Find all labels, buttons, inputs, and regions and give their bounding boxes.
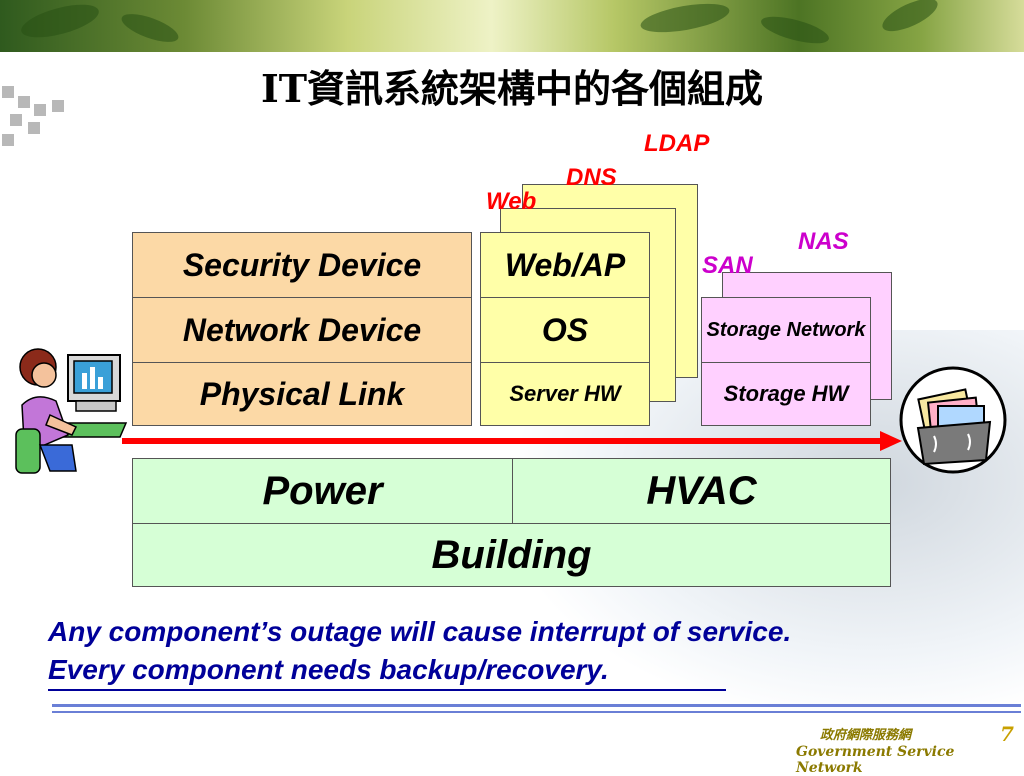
connection-arrow-head: [880, 431, 902, 451]
note-underline: [48, 689, 726, 691]
footer-rule-bottom: [52, 711, 1021, 713]
security-device-box: Security Device: [132, 232, 472, 298]
building-label: Building: [431, 533, 592, 577]
web-ap-box: Web/AP: [480, 232, 650, 298]
leaf-banner: [0, 0, 1024, 52]
physical-link-label: Physical Link: [199, 375, 405, 412]
server-hw-box: Server HW: [480, 362, 650, 426]
outage-note: Any component’s outage will cause interr…: [48, 616, 792, 647]
dns-label: DNS: [566, 164, 617, 191]
os-box: OS: [480, 297, 650, 363]
server-hw-label: Server HW: [509, 381, 621, 407]
power-box: Power: [132, 458, 513, 524]
footer-org-chinese: 政府網際服務網: [820, 728, 912, 743]
network-device-label: Network Device: [182, 311, 422, 348]
physical-link-box: Physical Link: [132, 362, 472, 426]
footer-org-english: Government Service Network: [796, 744, 955, 776]
page-title: IT資訊系統架構中的各個組成: [260, 66, 764, 111]
ldap-label: LDAP: [644, 130, 710, 157]
hvac-label: HVAC: [646, 469, 757, 513]
storage-hw-label: Storage HW: [723, 381, 849, 407]
nas-label: NAS: [798, 228, 849, 255]
storage-hw-box: Storage HW: [701, 362, 871, 426]
building-box: Building: [132, 523, 891, 587]
os-label: OS: [541, 311, 589, 348]
storage-network-box: Storage Network: [701, 297, 871, 363]
connection-arrow-line: [122, 438, 882, 444]
san-label: SAN: [702, 252, 753, 279]
file-folders-icon: [899, 366, 1007, 474]
web-label: Web: [486, 188, 537, 215]
network-device-box: Network Device: [132, 297, 472, 363]
user-at-computer-icon: [15, 348, 128, 474]
web-ap-label: Web/AP: [504, 246, 626, 283]
backup-note: Every component needs backup/recovery.: [48, 654, 609, 685]
security-device-label: Security Device: [182, 246, 422, 283]
power-label: Power: [262, 469, 383, 513]
page-number: 7: [1000, 722, 1014, 746]
storage-network-label: Storage Network: [706, 318, 866, 341]
footer-rule-top: [52, 704, 1021, 707]
hvac-box: HVAC: [512, 458, 891, 524]
